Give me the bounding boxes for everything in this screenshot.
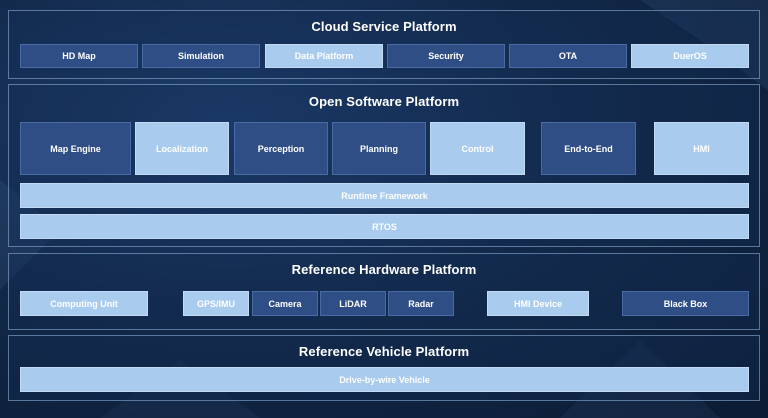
planning-box: Planning xyxy=(332,122,426,175)
hd-map-box: HD Map xyxy=(20,44,138,68)
computing-unit-box: Computing Unit xyxy=(20,291,148,316)
localization-box: Localization xyxy=(135,122,229,175)
reference-vehicle-platform-panel: Reference Vehicle Platform Drive-by-wire… xyxy=(8,335,760,401)
cloud-service-platform-panel: Cloud Service Platform HD Map Simulation… xyxy=(8,10,760,79)
open-software-platform-panel: Open Software Platform Map Engine Locali… xyxy=(8,84,760,247)
hmi-device-box: HMI Device xyxy=(487,291,589,316)
end-to-end-box: End-to-End xyxy=(541,122,636,175)
lidar-box: LiDAR xyxy=(320,291,386,316)
control-box: Control xyxy=(430,122,525,175)
data-platform-box: Data Platform xyxy=(265,44,383,68)
security-box: Security xyxy=(387,44,505,68)
reference-hardware-platform-title: Reference Hardware Platform xyxy=(291,262,477,277)
radar-box: Radar xyxy=(388,291,454,316)
cloud-service-platform-title: Cloud Service Platform xyxy=(311,19,457,34)
rtos-box: RTOS xyxy=(20,214,749,239)
dueros-box: DuerOS xyxy=(631,44,749,68)
gps-imu-box: GPS/IMU xyxy=(183,291,249,316)
ota-box: OTA xyxy=(509,44,627,68)
drive-by-wire-vehicle-box: Drive-by-wire Vehicle xyxy=(20,367,749,392)
camera-box: Camera xyxy=(252,291,318,316)
reference-vehicle-platform-title: Reference Vehicle Platform xyxy=(298,344,470,359)
reference-hardware-platform-panel: Reference Hardware Platform Computing Un… xyxy=(8,253,760,330)
map-engine-box: Map Engine xyxy=(20,122,131,175)
simulation-box: Simulation xyxy=(142,44,260,68)
runtime-framework-box: Runtime Framework xyxy=(20,183,749,208)
open-software-platform-title: Open Software Platform xyxy=(308,94,460,109)
perception-box: Perception xyxy=(234,122,328,175)
black-box-box: Black Box xyxy=(622,291,749,316)
hmi-box: HMI xyxy=(654,122,749,175)
